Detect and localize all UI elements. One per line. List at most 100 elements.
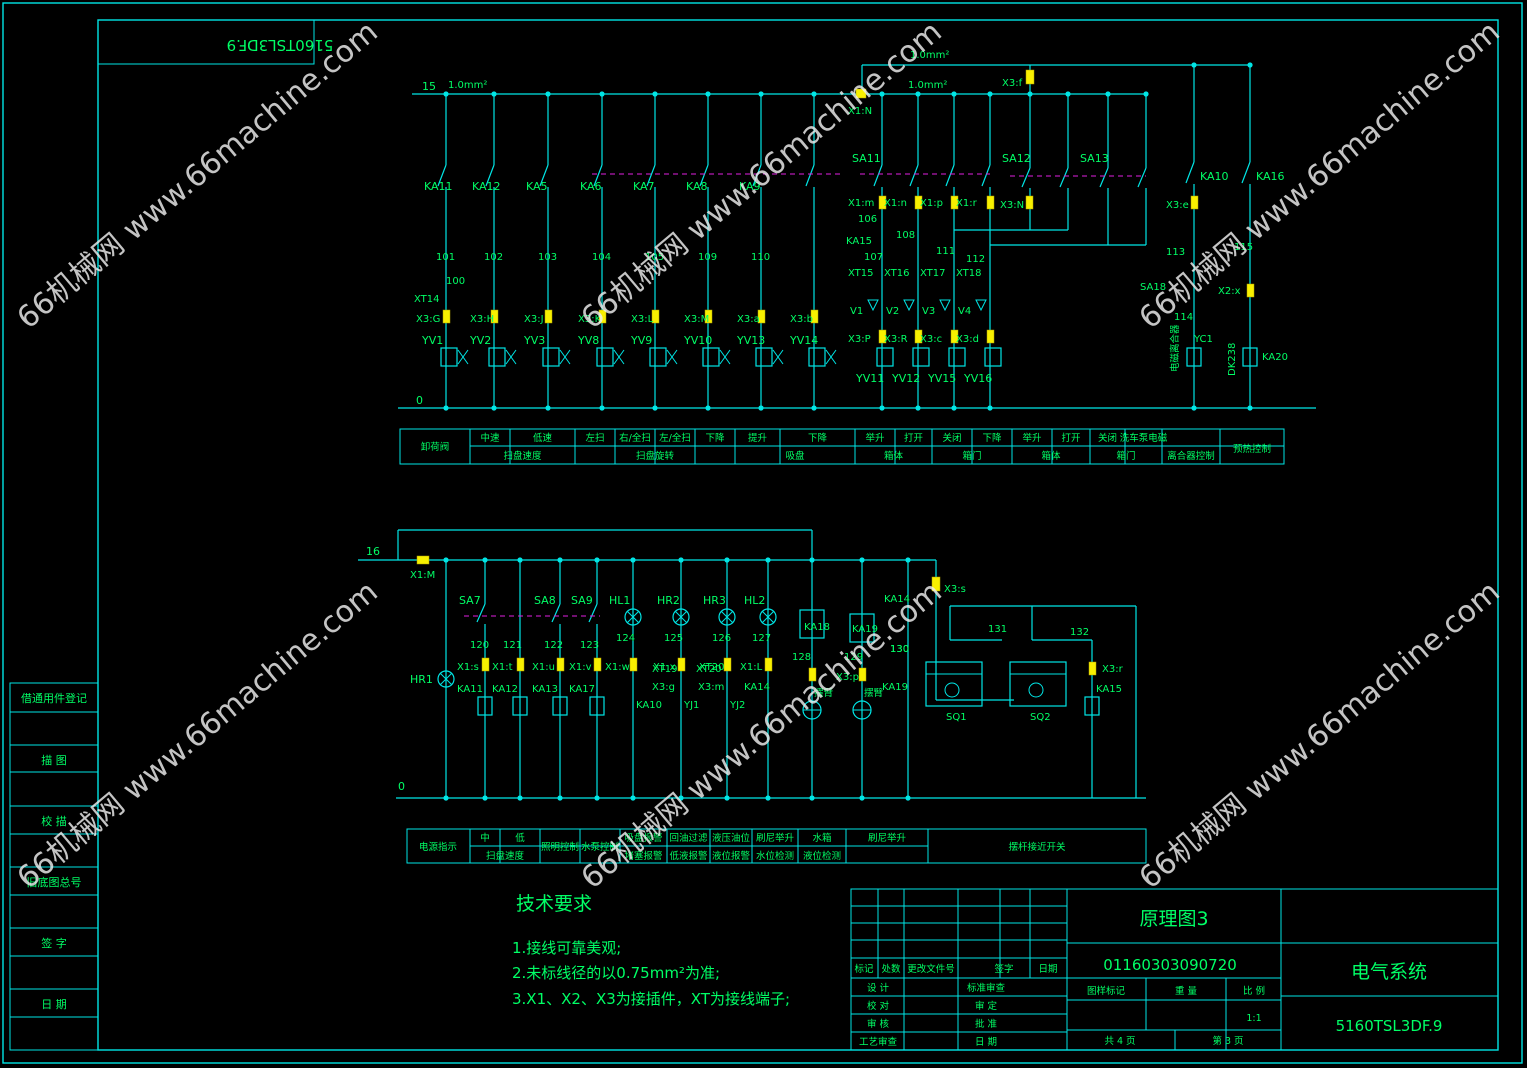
switch-1: SA8 [534, 594, 556, 607]
ft1-bot-4: 箱门 [962, 450, 981, 462]
ft1-top-5: 左/全扫 [659, 432, 691, 444]
ft2-top-2: 低 [515, 832, 525, 844]
valve-b3: YV16 [963, 372, 992, 385]
wire-100: 100 [446, 276, 465, 287]
rev-h1: 处数 [881, 963, 901, 975]
c2-coil-KA19: KA19 [852, 624, 878, 635]
wire-size-1: 1.0mm² [448, 80, 487, 91]
terminal-r1: X1:n [884, 198, 907, 209]
contact-4: KA7 [633, 180, 655, 193]
ft1-top-2: 低速 [533, 432, 553, 444]
side-label-clutch: 电磁离合器 [1169, 324, 1181, 372]
c2-wire-4: 124 [616, 633, 635, 644]
watermark-2: 66机械网 www.66machine.com [575, 14, 949, 336]
contact-right-1: KA16 [1256, 170, 1285, 183]
wire-111: 111 [936, 246, 955, 257]
wire-4: 105 [645, 252, 664, 263]
drawing-title: 原理图3 [1139, 908, 1208, 930]
conn-X1N: X1:N [848, 106, 872, 117]
wire-size-2: 1.0mm² [908, 80, 947, 91]
c2-coil-KA14b: KA14 [884, 594, 910, 605]
wire-114: 114 [1174, 312, 1193, 323]
system-name: 电气系统 [1351, 961, 1427, 983]
c2-term-1: X1:t [492, 662, 513, 673]
coil-term-2: X3:c [920, 334, 942, 345]
valve-b0: YV11 [855, 372, 884, 385]
c2-term-4: X1:w [605, 662, 630, 673]
c2-wire-10: 130 [890, 644, 909, 655]
c2-wire-9: 129 [844, 652, 863, 663]
c2-coil-1: KA12 [492, 684, 518, 695]
sheet-total: 共 4 页 [1104, 1036, 1135, 1047]
mirrored-drawing-number: 5160TSL3DF.9 [227, 36, 334, 54]
sheet-current: 第 3 页 [1212, 1035, 1243, 1047]
ft1-top-9: 举升 [865, 432, 885, 444]
c2-wire-130b: 130 [890, 644, 909, 655]
terminal-7: X3:b [790, 314, 813, 325]
wire-106: 106 [858, 214, 877, 225]
wire-108: 108 [896, 230, 915, 241]
ft1-top-10: 打开 [904, 432, 924, 444]
wire-113: 113 [1166, 247, 1185, 258]
watermarks: 66机械网 www.66machine.com 66机械网 www.66mach… [11, 14, 1507, 896]
watermark-4: 66机械网 www.66machine.com [11, 574, 385, 896]
c2-term-3: X1:v [569, 662, 592, 673]
ft2-top-9: 水箱 [812, 832, 831, 844]
ft1-top-8: 下降 [808, 432, 828, 444]
c2-coil-KA19b: KA19 [882, 682, 908, 693]
conn-X3e: X3:e [1166, 200, 1189, 211]
c2-coil-KA15: KA15 [1096, 684, 1122, 695]
side-cell-2: 校 描 [41, 814, 67, 828]
diode-0: V1 [850, 306, 863, 317]
part-code: 01160303090720 [1103, 956, 1237, 974]
ft1-top-4: 右/全扫 [619, 432, 651, 444]
ft2-bot-5: 液位检测 [803, 850, 841, 862]
role-r2: 批 准 [975, 1018, 998, 1030]
wire-5: 109 [698, 252, 717, 263]
circuit-1-branches: KA11101YV1KA12102X3:HYV2KA5103X3:JYV3KA6… [421, 62, 1285, 411]
c2-term-X3s: X3:s [944, 584, 966, 595]
c2-term-X3m: X3:m [698, 682, 724, 693]
ft2-top-10: 刷尼举升 [868, 832, 907, 844]
ft1-top-6: 下降 [705, 432, 725, 444]
c2-term-0: X1:s [457, 662, 479, 673]
left-side-table: 借通用件登记 描 图 校 描 旧底图总号 签 字 日 期 [9, 682, 99, 1051]
valve-6: YV13 [736, 334, 765, 347]
ft2-bot-1: 堵塞报警 [624, 850, 663, 862]
valve-2: YV3 [523, 334, 545, 347]
rev-h4: 日期 [1038, 964, 1057, 975]
rev-h3: 签字 [994, 963, 1013, 975]
diode-1: V2 [886, 306, 899, 317]
stage-h2: 比 例 [1243, 985, 1265, 997]
valve-b1: YV12 [891, 372, 920, 385]
conn-XT14: XT14 [414, 294, 440, 305]
ft1-top-16: 洗车泵电磁 [1120, 432, 1168, 444]
role-l2: 审 核 [867, 1018, 890, 1030]
stage-h0: 图样标记 [1087, 985, 1126, 997]
conn-X3G: X3:G [416, 314, 440, 325]
terminal-1: X3:H [470, 314, 494, 325]
coil-term-1: X3:R [884, 334, 908, 345]
c2-motor-0: 摆臂 [814, 687, 834, 699]
ft1-bot-0: 扫盘速度 [503, 450, 542, 462]
supply-15: 15 [422, 80, 436, 93]
valve-7: YV14 [789, 334, 818, 347]
diode-2: V3 [922, 306, 935, 317]
ft2-top-5: 吸盘报警 [624, 832, 663, 844]
circuit-1: 15 0 1.0mm² 1.0mm² 1.0mm² KA11101YV1KA12… [398, 50, 1316, 411]
conn-X1M: X1:M [410, 570, 435, 581]
role-l3: 工艺审查 [859, 1036, 898, 1048]
contact-SA13: SA13 [1080, 152, 1109, 165]
lamp-HR1: HR1 [410, 673, 433, 686]
c2-term-X3r: X3:r [1102, 664, 1124, 675]
ft2-top-8: 刷尼举升 [756, 832, 795, 844]
wire-0: 101 [436, 252, 455, 263]
switch-2: SA9 [571, 594, 593, 607]
c2-wire-6: 126 [712, 633, 731, 644]
c2-sensor-0: SQ1 [946, 712, 967, 723]
c2-wire-0: 120 [470, 640, 489, 651]
ft2-bot-6: 摆杆接近开关 [1008, 841, 1066, 853]
lamp-0: HL1 [609, 594, 630, 607]
